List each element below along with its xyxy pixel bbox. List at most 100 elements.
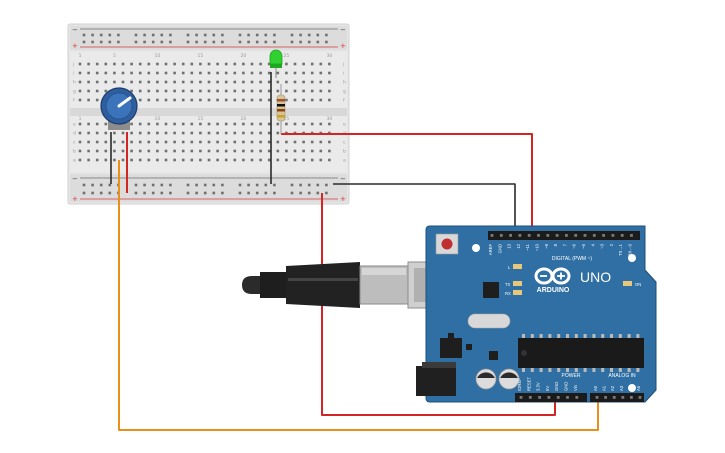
resistor[interactable] bbox=[276, 84, 286, 134]
power-label: POWER bbox=[562, 373, 581, 379]
header-pin[interactable] bbox=[620, 234, 624, 237]
green-led[interactable] bbox=[269, 49, 283, 78]
breadboard-hole bbox=[233, 149, 237, 153]
header-pin[interactable] bbox=[574, 234, 578, 237]
rail-hole bbox=[203, 33, 207, 37]
breadboard-hole bbox=[173, 98, 176, 102]
header-pin[interactable] bbox=[612, 396, 616, 399]
header-pin[interactable] bbox=[630, 396, 633, 399]
breadboard-hole bbox=[199, 80, 202, 84]
header-pin[interactable] bbox=[638, 396, 642, 399]
breadboard-hole bbox=[181, 89, 185, 93]
header-pin[interactable] bbox=[583, 234, 587, 237]
header-pin[interactable] bbox=[604, 396, 607, 399]
breadboard-hole bbox=[267, 149, 271, 153]
breadboard-hole bbox=[216, 122, 219, 126]
wire-black-rail-to-gnd[interactable] bbox=[333, 183, 516, 236]
chip-pin bbox=[610, 334, 613, 338]
breadboard-hole bbox=[242, 80, 245, 84]
header-pin[interactable] bbox=[621, 396, 625, 399]
rail-hole bbox=[264, 191, 268, 195]
header-pin[interactable] bbox=[527, 234, 531, 237]
rail-hole bbox=[160, 183, 164, 187]
rail-minus-sign: − bbox=[72, 26, 78, 34]
header-pin[interactable] bbox=[518, 234, 522, 237]
wire-orange-wiper-to-a0[interactable] bbox=[118, 160, 599, 431]
chip-pin bbox=[583, 368, 587, 372]
chip-pin bbox=[610, 368, 613, 372]
rail-hole bbox=[299, 183, 302, 187]
wire-red-resistor-to-pin12[interactable] bbox=[281, 133, 533, 236]
pin-label: 12 bbox=[516, 243, 521, 248]
breadboard-hole bbox=[173, 80, 176, 84]
header-pin[interactable] bbox=[611, 234, 615, 237]
breadboard-hole bbox=[104, 80, 108, 84]
breadboard-hole bbox=[173, 71, 176, 75]
breadboard-hole bbox=[328, 158, 331, 162]
breadboard-hole bbox=[242, 62, 245, 66]
breadboard-hole bbox=[173, 158, 176, 162]
pin-label: A5 bbox=[636, 385, 641, 391]
power-header[interactable] bbox=[515, 393, 587, 402]
rail-hole bbox=[134, 33, 138, 37]
breadboard-hole bbox=[224, 131, 228, 135]
breadboard-hole bbox=[302, 71, 305, 75]
header-pin[interactable] bbox=[509, 234, 512, 237]
potentiometer[interactable] bbox=[100, 87, 138, 130]
header-pin[interactable] bbox=[592, 234, 596, 237]
header-pin[interactable] bbox=[602, 234, 605, 237]
breadboard-hole bbox=[95, 158, 99, 162]
breadboard-hole bbox=[199, 89, 202, 93]
header-pin[interactable] bbox=[538, 396, 541, 399]
breadboard[interactable]: − + − + 115510101515202025253030 jjiihhg… bbox=[67, 23, 350, 205]
header-pin[interactable] bbox=[566, 396, 569, 399]
header-pin[interactable] bbox=[499, 234, 503, 237]
header-pin[interactable] bbox=[528, 396, 532, 399]
row-label: f bbox=[343, 98, 345, 104]
breadboard-hole bbox=[250, 62, 254, 66]
breadboard-hole bbox=[156, 122, 159, 126]
reset-button-cap[interactable] bbox=[441, 238, 453, 250]
header-pin[interactable] bbox=[575, 396, 579, 399]
header-pin[interactable] bbox=[537, 234, 540, 237]
digital-header-pins bbox=[490, 234, 633, 237]
breadboard-hole bbox=[181, 62, 185, 66]
rail-hole bbox=[290, 191, 294, 195]
analog-label: ANALOG IN bbox=[608, 373, 636, 379]
header-pin[interactable] bbox=[595, 396, 599, 399]
breadboard-hole bbox=[242, 98, 245, 102]
digital-header[interactable] bbox=[488, 231, 640, 240]
rail-hole bbox=[186, 191, 190, 195]
rail-hole bbox=[82, 191, 86, 195]
header-pin[interactable] bbox=[630, 234, 633, 237]
breadboard-hole bbox=[104, 71, 108, 75]
header-pin[interactable] bbox=[555, 234, 559, 237]
header-pin[interactable] bbox=[519, 396, 523, 399]
pin-label: TX→1 bbox=[618, 243, 623, 256]
rail-plus-sign: + bbox=[72, 42, 78, 50]
breadboard-hole bbox=[113, 80, 116, 84]
chip-pin bbox=[566, 334, 569, 338]
row-label: i bbox=[343, 71, 344, 77]
rail-hole bbox=[82, 183, 86, 187]
breadboard-hole bbox=[310, 71, 314, 75]
breadboard-hole bbox=[259, 149, 262, 153]
breadboard-hole bbox=[310, 89, 314, 93]
header-pin[interactable] bbox=[565, 234, 568, 237]
breadboard-hole bbox=[113, 158, 116, 162]
header-pin[interactable] bbox=[547, 396, 551, 399]
header-pin[interactable] bbox=[556, 396, 560, 399]
analog-header[interactable] bbox=[590, 393, 644, 402]
breadboard-hole bbox=[199, 62, 202, 66]
breadboard-hole bbox=[130, 140, 133, 144]
header-pin[interactable] bbox=[490, 234, 494, 237]
rail-hole bbox=[91, 191, 94, 195]
breadboard-hole bbox=[302, 98, 305, 102]
breadboard-hole bbox=[242, 149, 245, 153]
header-pin[interactable] bbox=[546, 234, 550, 237]
chip-pin bbox=[636, 368, 640, 372]
rail-hole bbox=[238, 191, 242, 195]
breadboard-hole bbox=[233, 89, 237, 93]
